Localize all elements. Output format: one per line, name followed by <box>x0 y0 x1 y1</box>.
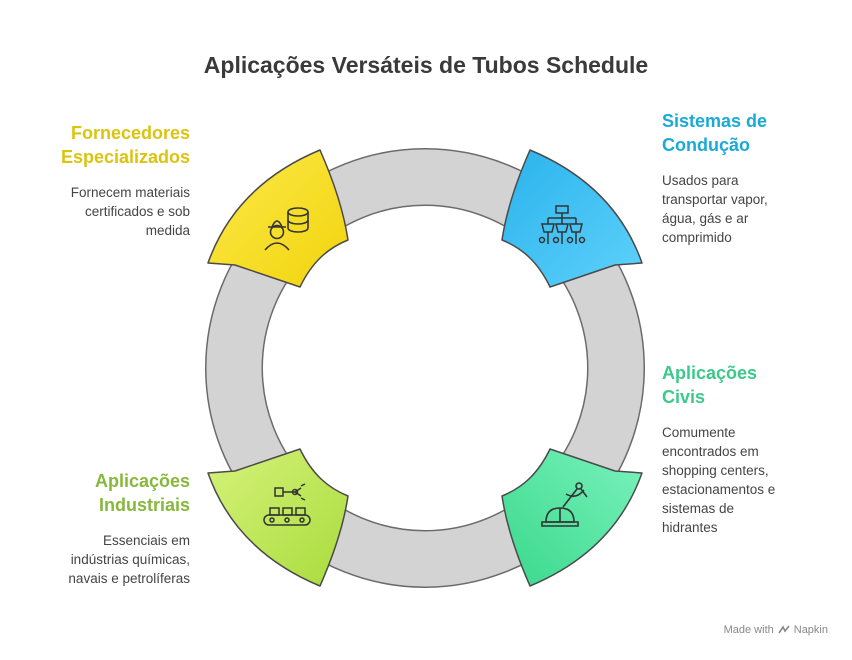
label-civis: Aplicações Civis Comumente encontrados e… <box>662 361 852 537</box>
description-fornecedores: Fornecem materiais certificados e sob me… <box>70 185 190 238</box>
segment-industriais <box>207 448 349 587</box>
footer-text: Made with <box>723 624 774 636</box>
heading-industriais: Aplicações Industriais <box>94 471 190 515</box>
robot-arm-conveyor-icon <box>263 483 311 526</box>
heading-sistemas: Sistemas de Condução <box>662 111 768 155</box>
page-title: Aplicações Versáteis de Tubos Schedule <box>203 52 649 78</box>
label-fornecedores: Fornecedores Especializados Fornecem mat… <box>0 121 190 240</box>
description-civis: Comumente encontrados em shopping center… <box>662 425 776 535</box>
description-sistemas: Usados para transportar vapor, água, gás… <box>662 173 768 245</box>
heading-civis: Aplicações Civis <box>662 363 758 407</box>
napkin-logo-icon <box>778 625 790 634</box>
piping-system-icon <box>538 205 586 244</box>
label-industriais: Aplicações Industriais Essenciais em ind… <box>0 469 190 588</box>
footer-credit[interactable]: Made with Napkin <box>724 624 828 636</box>
description-industriais: Essenciais em indústrias químicas, navai… <box>68 533 190 586</box>
heading-fornecedores: Fornecedores Especializados <box>60 123 190 167</box>
worker-database-icon <box>264 207 309 251</box>
label-sistemas: Sistemas de Condução Usados para transpo… <box>662 109 852 247</box>
segment-sistemas <box>501 149 643 288</box>
segment-fornecedores <box>207 149 349 288</box>
ring-band-fill <box>206 149 644 587</box>
segment-civis <box>501 448 643 587</box>
footer-brand: Napkin <box>793 624 828 636</box>
hardhat-compass-icon <box>541 482 588 527</box>
